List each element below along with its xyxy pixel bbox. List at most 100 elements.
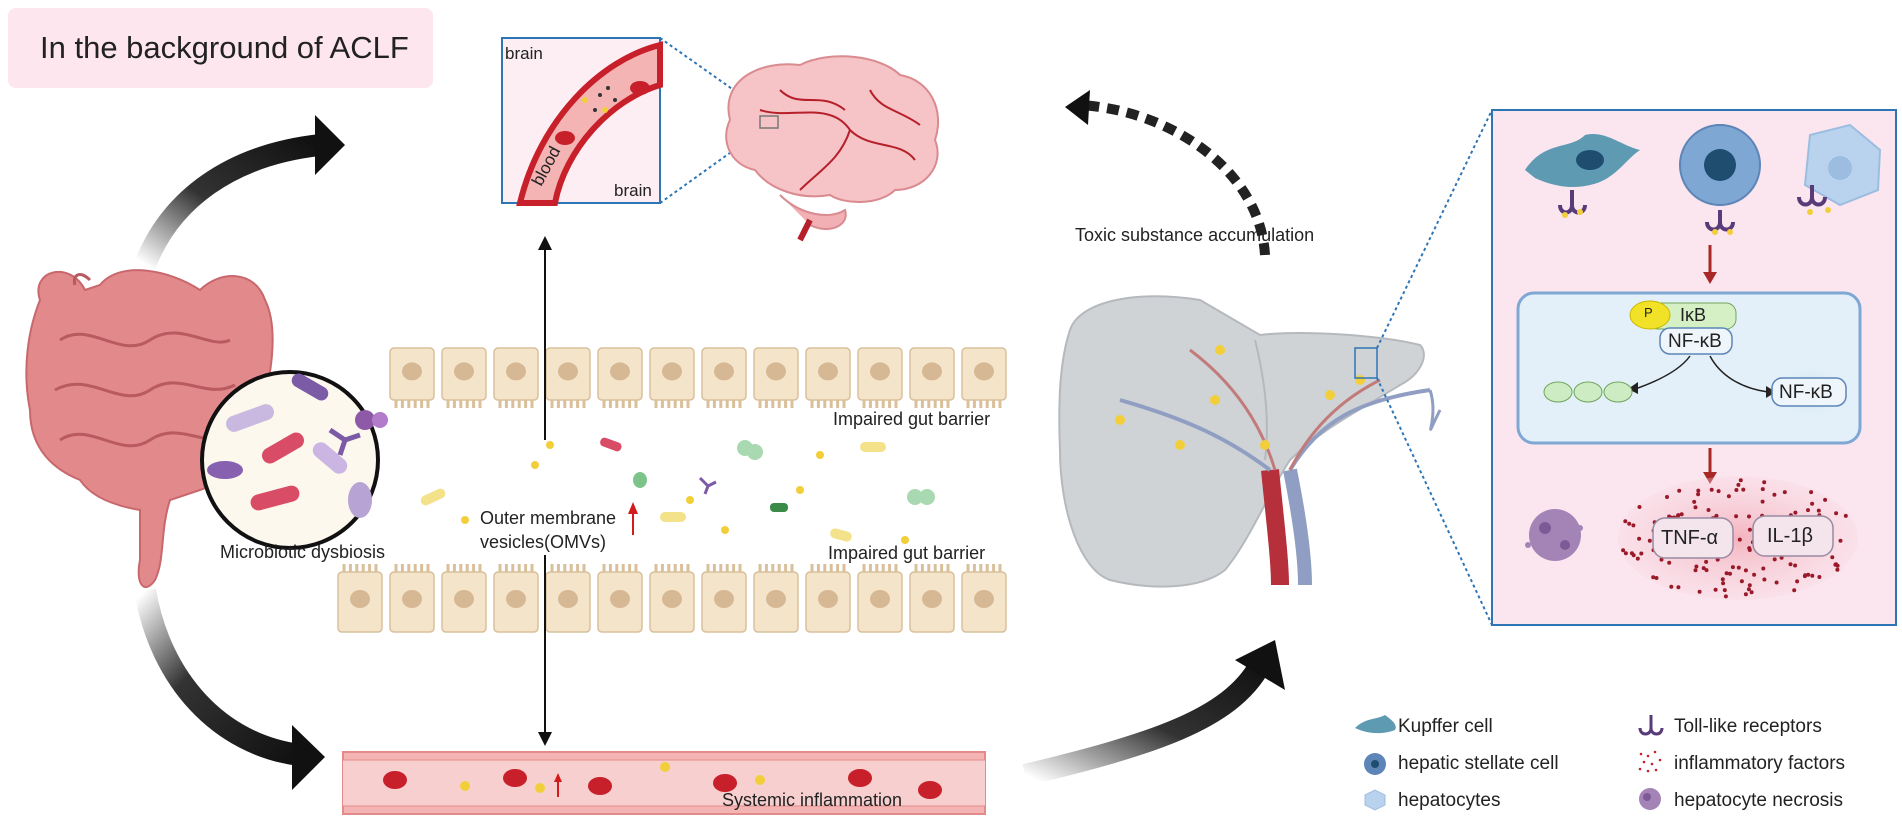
inflammatory-factor-dot bbox=[1838, 538, 1843, 543]
inflammatory-factor-dot bbox=[1834, 511, 1839, 516]
inflammatory-factor-dot bbox=[1676, 585, 1681, 590]
inflammatory-factor-dot bbox=[1835, 567, 1840, 572]
inflammatory-factor-dot bbox=[1747, 527, 1752, 532]
nfkb-complex-label: NF-κB bbox=[1668, 331, 1722, 352]
arrow-vessel-to-liver bbox=[1022, 640, 1285, 786]
inflammatory-factor-dot bbox=[1772, 557, 1777, 562]
inflammatory-factor-dot bbox=[1637, 536, 1642, 541]
inflammatory-factor-dot bbox=[1736, 565, 1741, 570]
inflammatory-factor-dot bbox=[1772, 492, 1777, 497]
inflammatory-factor-dot bbox=[1782, 490, 1787, 495]
legend-icons bbox=[1355, 715, 1664, 811]
systemic-inflammation-label: Systemic inflammation bbox=[722, 790, 903, 810]
inflammatory-factor-dot bbox=[1659, 557, 1664, 562]
inflammatory-factor-dot bbox=[1665, 495, 1669, 499]
cell-nucleus bbox=[558, 590, 578, 608]
inflammatory-factor-dot bbox=[1792, 588, 1797, 593]
cell-nucleus bbox=[454, 362, 474, 381]
cell-nucleus bbox=[610, 362, 630, 381]
legend-inflammatory-factors: inflammatory factors bbox=[1674, 753, 1846, 774]
inflammatory-factor-dot bbox=[1696, 492, 1701, 497]
arrow-gut-to-vessel bbox=[134, 588, 325, 790]
inflammatory-factor-dot bbox=[1806, 508, 1810, 513]
inflammatory-factor-dot bbox=[1669, 584, 1674, 589]
inflammatory-factor-dot bbox=[1810, 573, 1815, 578]
legend-hepatocytes: hepatocytes bbox=[1398, 790, 1501, 811]
inflammatory-factor-dot bbox=[1728, 571, 1732, 576]
cell-nucleus bbox=[714, 590, 734, 608]
inflammatory-factor-dot bbox=[1647, 538, 1652, 543]
tnf-alpha-label: TNF-α bbox=[1661, 527, 1719, 549]
cell-nucleus bbox=[766, 362, 786, 381]
cell-nucleus bbox=[454, 590, 474, 608]
inflammatory-factor-dot bbox=[1747, 514, 1751, 519]
cell-nucleus bbox=[818, 590, 838, 608]
legend-hepatocyte-necrosis: hepatocyte necrosis bbox=[1674, 790, 1843, 811]
inflammatory-factor-dot bbox=[1743, 592, 1748, 597]
cell-nucleus bbox=[350, 590, 370, 608]
legend-toll-like-receptors: Toll-like receptors bbox=[1674, 716, 1822, 737]
inflammatory-factor-dot bbox=[1709, 487, 1714, 492]
toxic-accumulation-label: Toxic substance accumulation bbox=[1075, 225, 1315, 245]
brain-label-top: brain bbox=[505, 44, 543, 63]
inflammatory-factor-dot bbox=[1726, 494, 1731, 499]
cell-nucleus bbox=[922, 362, 942, 381]
cell-nucleus bbox=[974, 590, 994, 608]
inflammatory-factor-dot bbox=[1817, 575, 1822, 579]
microbiota-circle bbox=[200, 370, 388, 550]
inflammatory-factor-dot bbox=[1623, 551, 1628, 556]
inflammatory-factor-dot bbox=[1696, 488, 1701, 493]
cell-nucleus bbox=[766, 590, 786, 608]
inflammatory-factor-dot bbox=[1722, 588, 1727, 593]
inflammatory-factor-dot bbox=[1721, 581, 1726, 586]
inflammatory-factor-dot bbox=[1639, 551, 1644, 556]
inflammatory-factor-dot bbox=[1793, 563, 1798, 568]
inflammatory-factor-dot bbox=[1635, 556, 1640, 561]
inflammatory-factor-dot bbox=[1714, 513, 1719, 518]
inflammatory-factor-dot bbox=[1730, 565, 1735, 570]
inflammatory-factor-dot bbox=[1793, 510, 1798, 515]
inflammatory-factor-dot bbox=[1843, 513, 1848, 518]
omv-label-line2: vesicles(OMVs) bbox=[480, 532, 607, 552]
arrow-barrier-bidirectional bbox=[538, 236, 638, 746]
inflammatory-factor-dot bbox=[1749, 590, 1754, 595]
legend-kupffer-cell: Kupffer cell bbox=[1398, 716, 1493, 737]
microbiotic-dysbiosis-label: Microbiotic dysbiosis bbox=[220, 542, 386, 562]
inflammatory-factor-dot bbox=[1724, 571, 1729, 576]
cell-nucleus bbox=[662, 362, 682, 381]
inflammatory-factor-dot bbox=[1739, 579, 1744, 584]
legend-hepatic-stellate-cell: hepatic stellate cell bbox=[1398, 753, 1559, 774]
arrow-toxic-to-brain bbox=[1065, 90, 1270, 256]
cell-nucleus bbox=[870, 362, 890, 381]
il-1-beta-label: IL-1β bbox=[1767, 525, 1813, 547]
inflammatory-factor-dot bbox=[1816, 508, 1821, 513]
phosphate-label: P bbox=[1644, 305, 1653, 320]
cell-nucleus bbox=[714, 362, 734, 381]
inflammatory-factor-dot bbox=[1746, 587, 1751, 592]
cell-nucleus bbox=[402, 362, 422, 381]
inflammatory-factor-dot bbox=[1720, 577, 1725, 582]
inflammatory-factor-dot bbox=[1810, 501, 1815, 506]
inflammatory-factor-dot bbox=[1823, 497, 1828, 502]
liver-detail-panel bbox=[1491, 109, 1897, 626]
inflammatory-factor-dot bbox=[1692, 499, 1697, 504]
gut-barrier-bottom bbox=[337, 564, 1007, 633]
inflammatory-factor-dot bbox=[1706, 508, 1711, 512]
inflammatory-factor-dot bbox=[1736, 482, 1741, 487]
inflammatory-factor-dot bbox=[1623, 519, 1628, 524]
inflammatory-factor-dot bbox=[1738, 478, 1743, 483]
inflammatory-factor-dot bbox=[1752, 572, 1757, 577]
inflammatory-factor-dot bbox=[1704, 568, 1709, 573]
cell-nucleus bbox=[506, 362, 526, 381]
gut-barrier-top bbox=[389, 347, 1007, 408]
inflammatory-factor-dot bbox=[1667, 560, 1672, 565]
inflammatory-factor-dot bbox=[1809, 490, 1814, 495]
cell-nucleus bbox=[558, 362, 578, 381]
inflammatory-factor-dot bbox=[1704, 559, 1709, 564]
impaired-barrier-label-bottom: Impaired gut barrier bbox=[828, 543, 986, 563]
cell-nucleus bbox=[610, 590, 630, 608]
inflammatory-factor-dot bbox=[1747, 583, 1752, 588]
inflammatory-factor-dot bbox=[1743, 568, 1748, 573]
inflammatory-factor-dot bbox=[1734, 488, 1739, 492]
inflammatory-factor-dot bbox=[1737, 537, 1742, 542]
